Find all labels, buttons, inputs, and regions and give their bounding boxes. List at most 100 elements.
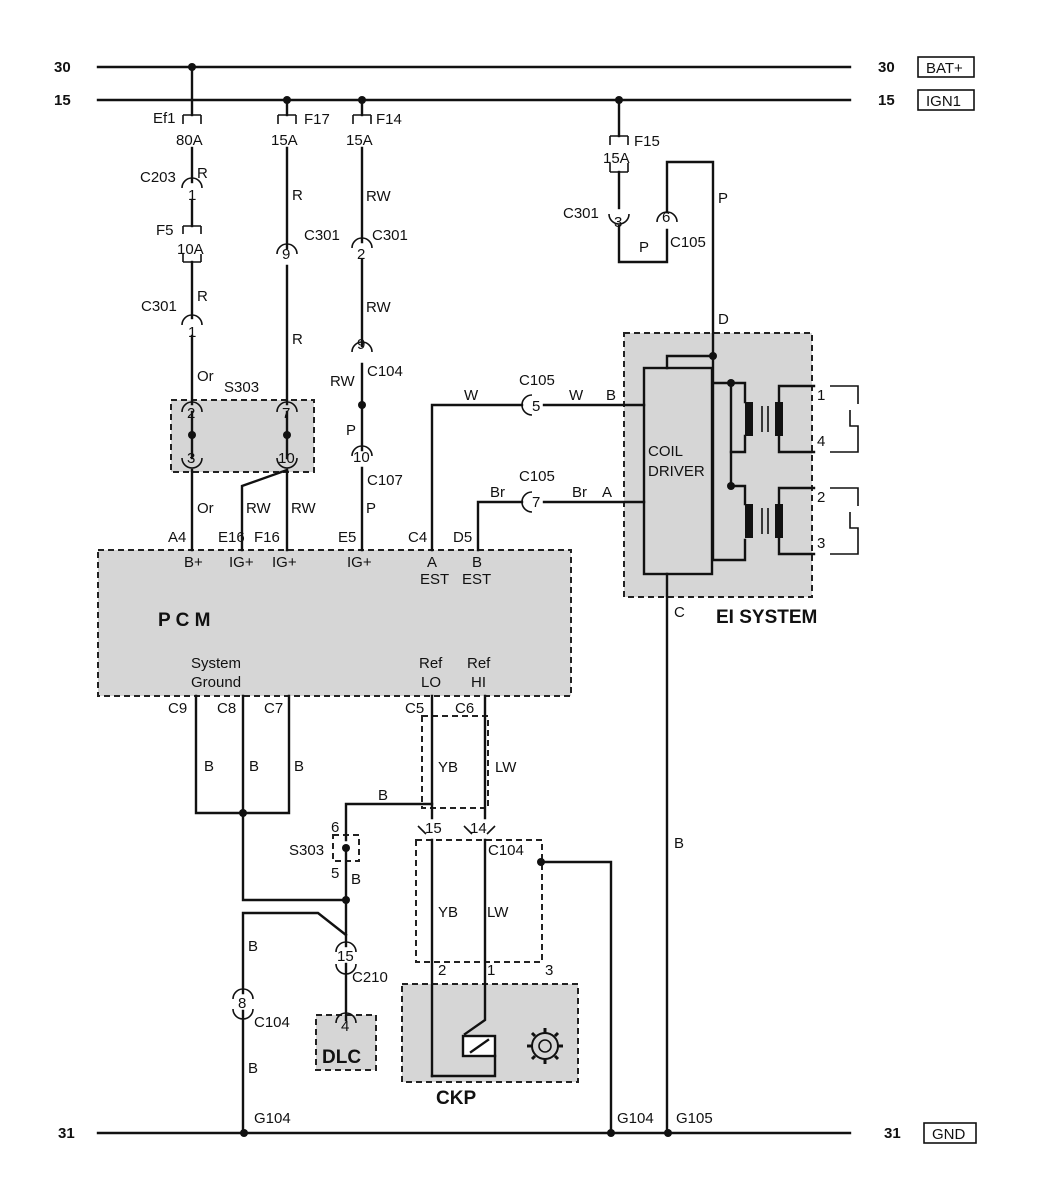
c104-bot-label: C104 [254,1014,290,1031]
wire-ckp-signal [430,694,613,1135]
pcm-pin-c7: C7 [264,700,283,717]
wire-dlc [241,898,348,1135]
c210-pin: 15 [337,948,354,965]
c301-b-label: C301 [304,227,340,244]
wire-est-a [430,403,646,552]
wire-rw-2: RW [291,500,317,517]
wire-br-3: A [602,484,612,501]
wire-c-label: C [674,604,685,621]
c301-d-pin: 3 [614,214,622,231]
wire-p-2: P [366,500,376,517]
wire-est-b [476,500,646,552]
s303-bot-label: S303 [289,842,324,859]
fuse-f14-icon [352,114,372,124]
wire-b-2: B [249,758,259,775]
fuse-f17-label: F17 [304,111,330,128]
c104-top-pin: 9 [357,336,365,353]
wire-b-ei: B [674,835,684,852]
c107-pin: 10 [353,449,370,466]
plug-1-label: 1 [817,387,825,404]
wire-b-1: B [204,758,214,775]
s303-pin-7: 7 [282,405,290,422]
rail-15-right-label: 15 [878,92,895,109]
bat-plus-tag: BAT+ [926,60,963,77]
pcm-pin-e5: E5 [338,529,356,546]
pcm-label-a: A [427,554,437,571]
c210-label: C210 [352,969,388,986]
c301-d-label: C301 [563,205,599,222]
c203-pin: 1 [188,187,196,204]
pcm-pin-c6: C6 [455,700,474,717]
plug-2-label: 2 [817,489,825,506]
c301-c-label: C301 [372,227,408,244]
reluctor-gear-icon [527,1028,563,1064]
c105-top-pin: 6 [662,209,670,226]
ground-g104-b: G104 [617,1110,654,1127]
wire-lw-1: LW [495,759,517,776]
wire-w-3: B [606,387,616,404]
ckp-pin-3: 3 [545,962,553,979]
coil-driver-label-1: COIL [648,443,683,460]
wire-r-3: R [292,187,303,204]
pcm-label-bplus: B+ [184,554,203,571]
wire-w-1: W [464,387,479,404]
pcm-ref-lo-2: LO [421,674,441,691]
pcm-label-ig1: IG+ [229,554,254,571]
wire-w-2: W [569,387,584,404]
ckp-pin-2: 2 [438,962,446,979]
c301-a-pin: 1 [188,324,196,341]
pcm-ref-hi-1: Ref [467,655,491,672]
wire-r-4: R [292,331,303,348]
fuse-f17-icon [277,114,297,124]
wire-p-4: P [718,190,728,207]
fuse-ef1-label: Ef1 [153,110,176,127]
dlc-block [316,1015,376,1070]
pcm-pin-e16: E16 [218,529,245,546]
wire-br-1: Br [490,484,505,501]
c104-top-label: C104 [367,363,403,380]
pcm-block [98,550,571,696]
pcm-pin-c5: C5 [405,700,424,717]
fuse-f5-label: F5 [156,222,174,239]
fuse-f17-rating: 15A [271,132,298,149]
rail-30-left-label: 30 [54,59,71,76]
wire-or-2: Or [197,500,214,517]
wire-yb-2: YB [438,904,458,921]
wire-f17-feed [240,98,289,552]
c203-label: C203 [140,169,176,186]
s303-pin-6: 6 [331,819,339,836]
wire-b-6: B [248,938,258,955]
s303-top-label: S303 [224,379,259,396]
spark-plugs-icon [830,385,859,555]
ei-system-title: EI SYSTEM [716,607,817,628]
fuse-ef1-icon [182,114,202,124]
c107-label: C107 [367,472,403,489]
fuse-f14-label: F14 [376,111,402,128]
c104-bot-pin: 8 [238,995,246,1012]
dlc-title: DLC [322,1047,361,1068]
s303-pin-5: 5 [331,865,339,882]
dlc-pin: 4 [341,1018,349,1035]
ignition-coil-1-icon [711,354,816,562]
wire-f15-feed [617,98,715,358]
wire-p-1: P [346,422,356,439]
wire-or-1: Or [197,368,214,385]
wire-b-4: B [378,787,388,804]
pcm-pin-c8: C8 [217,700,236,717]
ign1-tag: IGN1 [926,93,961,110]
c105-w-label: C105 [519,372,555,389]
c105-w-pin: 5 [532,398,540,415]
rail-31-right-label: 31 [884,1125,901,1142]
pcm-pin-c9: C9 [168,700,187,717]
plug-4-label: 4 [817,433,825,450]
rail-30-right-label: 30 [878,59,895,76]
pcm-ref-lo-1: Ref [419,655,443,672]
c105-br-pin: 7 [532,494,540,511]
plug-3-label: 3 [817,535,825,552]
c104-ckp-pin-15: 15 [425,820,442,837]
s303-pin-2: 2 [187,405,195,422]
pcm-pin-d5: D5 [453,529,472,546]
pcm-pin-f16: F16 [254,529,280,546]
fuse-f15-rating: 15A [603,150,630,167]
